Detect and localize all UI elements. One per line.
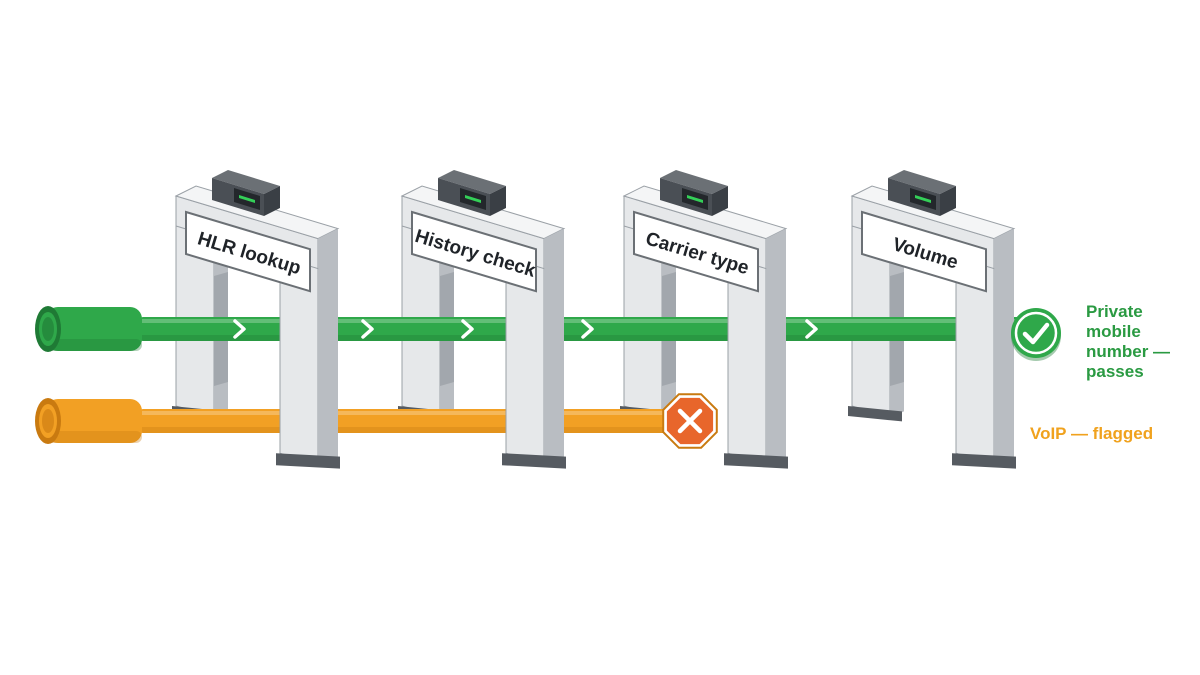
status-led [915, 195, 931, 203]
flag-pipe-inlet [35, 398, 142, 444]
status-led [239, 195, 255, 203]
flag-outcome-label: VoIP — flagged [1030, 424, 1154, 443]
chevron-right-icon-3 [461, 319, 474, 339]
gate-sign [633, 210, 759, 293]
chevron-right-icon-1 [233, 319, 246, 339]
pass-pipe [140, 317, 1020, 341]
gate-1 [174, 170, 340, 469]
gate-sign [411, 210, 537, 293]
gate-3 [622, 170, 788, 469]
x-octagon-icon [662, 393, 718, 449]
sensor-device [660, 170, 728, 216]
status-led [465, 195, 481, 203]
flag-pipe [140, 409, 674, 433]
gate-sign [861, 210, 987, 293]
gate-sign [185, 210, 311, 293]
sensor-device [212, 170, 280, 216]
sensor-device [888, 170, 956, 216]
chevron-right-icon-2 [361, 319, 374, 339]
sensor-device [438, 170, 506, 216]
check-circle-icon [1011, 308, 1061, 361]
chevron-right-icon-5 [805, 319, 818, 339]
chevron-right-icon-4 [581, 319, 594, 339]
gate-back-3 [620, 215, 676, 422]
gate-4 [850, 170, 1016, 469]
pass-pipe-inlet [35, 306, 142, 352]
pass-outcome-label: Private mobile number — passes [1086, 302, 1171, 381]
gate-2 [400, 170, 566, 469]
status-led [687, 195, 703, 203]
